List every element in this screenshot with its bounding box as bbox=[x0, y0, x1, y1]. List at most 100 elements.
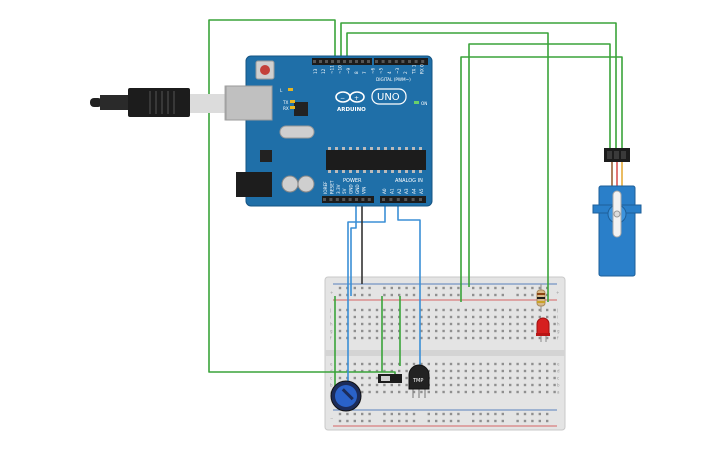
breadboard-hole[interactable] bbox=[546, 362, 549, 366]
rail-hole[interactable] bbox=[353, 419, 356, 423]
breadboard-hole[interactable] bbox=[427, 315, 430, 319]
rail-hole[interactable] bbox=[472, 412, 475, 416]
rail-hole[interactable] bbox=[412, 412, 416, 416]
breadboard-hole[interactable] bbox=[472, 383, 475, 387]
breadboard-hole[interactable] bbox=[538, 369, 541, 373]
breadboard-hole[interactable] bbox=[361, 362, 364, 366]
breadboard-hole[interactable] bbox=[538, 390, 541, 394]
header-socket[interactable] bbox=[329, 198, 333, 201]
breadboard-hole[interactable] bbox=[368, 383, 371, 387]
header-socket[interactable] bbox=[396, 198, 400, 201]
rail-hole[interactable] bbox=[390, 293, 393, 297]
breadboard-hole[interactable] bbox=[523, 362, 527, 366]
breadboard-hole[interactable] bbox=[449, 315, 453, 319]
breadboard-hole[interactable] bbox=[383, 362, 386, 366]
rail-hole[interactable] bbox=[405, 419, 408, 423]
breadboard-hole[interactable] bbox=[375, 376, 379, 380]
breadboard-hole[interactable] bbox=[361, 369, 364, 373]
breadboard-hole[interactable] bbox=[501, 369, 504, 373]
rail-hole[interactable] bbox=[472, 419, 475, 423]
breadboard-hole[interactable] bbox=[338, 315, 342, 319]
breadboard-hole[interactable] bbox=[353, 322, 356, 326]
rail-hole[interactable] bbox=[338, 293, 342, 297]
rail-hole[interactable] bbox=[442, 286, 445, 290]
breadboard-hole[interactable] bbox=[479, 383, 482, 387]
breadboard-hole[interactable] bbox=[361, 376, 364, 380]
breadboard-hole[interactable] bbox=[383, 322, 386, 326]
breadboard-hole[interactable] bbox=[479, 322, 482, 326]
breadboard-hole[interactable] bbox=[368, 369, 371, 373]
breadboard-hole[interactable] bbox=[457, 315, 460, 319]
breadboard-hole[interactable] bbox=[412, 308, 416, 312]
header-socket[interactable] bbox=[382, 198, 385, 201]
breadboard[interactable]: + + − jjiihhggffeeddccbbaa bbox=[324, 276, 566, 431]
rail-hole[interactable] bbox=[398, 412, 401, 416]
breadboard-hole[interactable] bbox=[501, 329, 504, 333]
breadboard-hole[interactable] bbox=[375, 308, 379, 312]
breadboard-hole[interactable] bbox=[361, 308, 364, 312]
breadboard-hole[interactable] bbox=[435, 308, 438, 312]
rail-hole[interactable] bbox=[457, 419, 460, 423]
rail-hole[interactable] bbox=[442, 293, 445, 297]
breadboard-hole[interactable] bbox=[383, 336, 386, 340]
breadboard-hole[interactable] bbox=[368, 308, 371, 312]
breadboard-hole[interactable] bbox=[464, 376, 467, 380]
breadboard-hole[interactable] bbox=[531, 315, 534, 319]
breadboard-hole[interactable] bbox=[472, 322, 475, 326]
breadboard-hole[interactable] bbox=[390, 369, 393, 373]
breadboard-hole[interactable] bbox=[494, 322, 497, 326]
rail-hole[interactable] bbox=[449, 419, 453, 423]
rail-hole[interactable] bbox=[472, 286, 475, 290]
breadboard-hole[interactable] bbox=[368, 336, 371, 340]
header-socket[interactable] bbox=[343, 60, 346, 63]
breadboard-hole[interactable] bbox=[457, 390, 460, 394]
rail-hole[interactable] bbox=[398, 286, 401, 290]
rail-hole[interactable] bbox=[457, 293, 460, 297]
rail-hole[interactable] bbox=[516, 412, 519, 416]
rail-hole[interactable] bbox=[383, 419, 386, 423]
breadboard-hole[interactable] bbox=[435, 336, 438, 340]
breadboard-hole[interactable] bbox=[472, 362, 475, 366]
breadboard-hole[interactable] bbox=[538, 383, 541, 387]
breadboard-hole[interactable] bbox=[472, 329, 475, 333]
rail-hole[interactable] bbox=[442, 412, 445, 416]
breadboard-hole[interactable] bbox=[427, 329, 430, 333]
rail-hole[interactable] bbox=[368, 419, 371, 423]
breadboard-hole[interactable] bbox=[516, 376, 519, 380]
breadboard-hole[interactable] bbox=[501, 376, 504, 380]
breadboard-hole[interactable] bbox=[509, 376, 512, 380]
breadboard-hole[interactable] bbox=[531, 369, 534, 373]
breadboard-hole[interactable] bbox=[486, 329, 490, 333]
breadboard-hole[interactable] bbox=[375, 329, 379, 333]
breadboard-hole[interactable] bbox=[553, 315, 556, 319]
header-socket[interactable] bbox=[361, 198, 365, 201]
servo-motor-icon[interactable] bbox=[592, 148, 642, 277]
breadboard-hole[interactable] bbox=[390, 308, 393, 312]
rail-hole[interactable] bbox=[412, 286, 416, 290]
power-analog-pin-header[interactable] bbox=[322, 196, 426, 203]
breadboard-hole[interactable] bbox=[405, 315, 408, 319]
breadboard-hole[interactable] bbox=[375, 336, 379, 340]
breadboard-hole[interactable] bbox=[442, 329, 445, 333]
blue-wire-a0-to-pot[interactable] bbox=[347, 197, 386, 382]
rail-hole[interactable] bbox=[546, 412, 549, 416]
rail-hole[interactable] bbox=[435, 412, 438, 416]
breadboard-hole[interactable] bbox=[338, 362, 342, 366]
green-wire-servo-to-rail-a[interactable] bbox=[468, 43, 611, 287]
resistor-icon[interactable] bbox=[536, 284, 546, 312]
rail-hole[interactable] bbox=[435, 293, 438, 297]
breadboard-hole[interactable] bbox=[479, 362, 482, 366]
breadboard-hole[interactable] bbox=[427, 322, 430, 326]
breadboard-hole[interactable] bbox=[390, 329, 393, 333]
breadboard-hole[interactable] bbox=[523, 315, 527, 319]
breadboard-hole[interactable] bbox=[509, 362, 512, 366]
breadboard-hole[interactable] bbox=[538, 376, 541, 380]
breadboard-hole[interactable] bbox=[449, 308, 453, 312]
breadboard-hole[interactable] bbox=[442, 383, 445, 387]
breadboard-hole[interactable] bbox=[368, 322, 371, 326]
breadboard-hole[interactable] bbox=[442, 322, 445, 326]
breadboard-hole[interactable] bbox=[464, 369, 467, 373]
breadboard-hole[interactable] bbox=[523, 336, 527, 340]
breadboard-hole[interactable] bbox=[509, 322, 512, 326]
breadboard-hole[interactable] bbox=[449, 369, 453, 373]
